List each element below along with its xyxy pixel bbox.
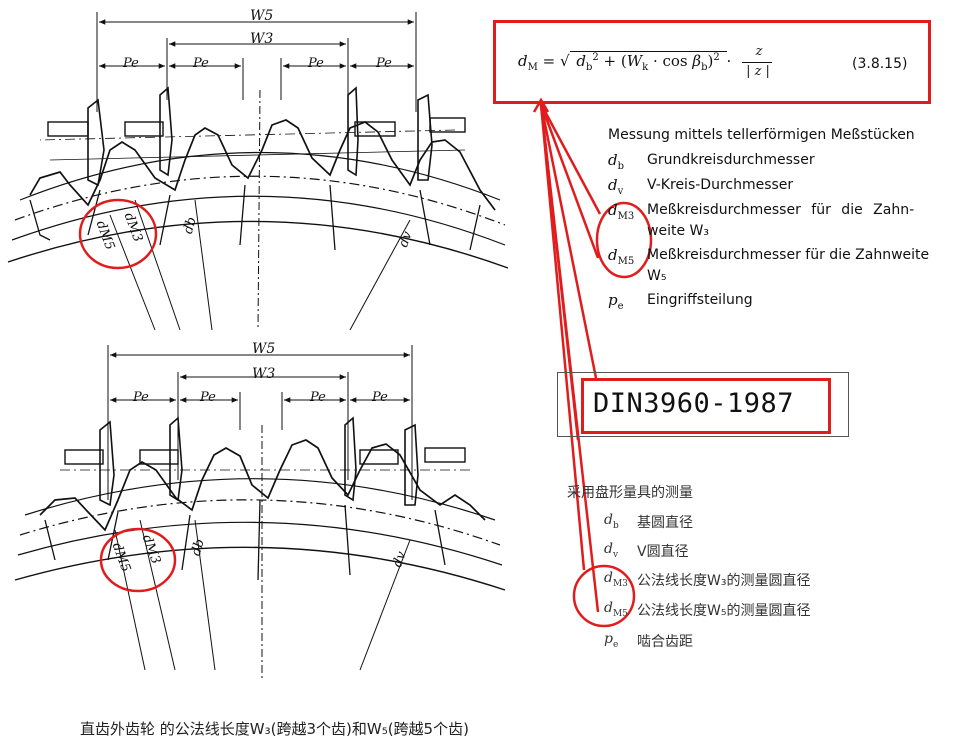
formula-box: [493, 20, 931, 104]
legend-de-text-3: Meßkreisdurchmesser für die Zahn-: [647, 202, 915, 218]
top-pe-label-3: Pe: [308, 56, 324, 71]
top-pe-label-4: Pe: [376, 56, 392, 71]
top-gear-figure: [7, 12, 509, 331]
formula-beta: β: [692, 52, 702, 70]
legend-de-text-4: Meßkreisdurchmesser für die Zahnweite: [647, 247, 930, 263]
formula-db-sub: b: [585, 62, 593, 73]
formula-lhs: d: [518, 52, 528, 70]
bottom-gear-figure: [14, 345, 506, 680]
legend-zh-text-2: V圆直径: [637, 544, 689, 560]
legend-de-text-3b: weite W₃: [647, 223, 709, 239]
bottom-w5-label: W5: [252, 341, 276, 357]
din-red-box: [581, 378, 831, 434]
top-w3-label: W3: [250, 31, 274, 47]
legend-zh-sym-2: dv: [604, 541, 619, 560]
bottom-pe-label-2: Pe: [200, 390, 216, 405]
legend-de-sym-2: dv: [608, 176, 624, 197]
formula-cos: cos: [662, 52, 688, 70]
formula-db: d: [576, 52, 586, 70]
formula-z-num: z: [755, 44, 763, 59]
bottom-w3-label: W3: [252, 366, 276, 382]
formula: dM = √ db2 + (Wk · cos βb)2 ·: [518, 51, 732, 73]
legend-zh-text-5: 啮合齿距: [637, 634, 693, 650]
legend-zh-text-3: 公法线长度W₃的测量圆直径: [637, 573, 811, 589]
din-label: DIN3960-1987: [593, 388, 795, 419]
legend-de-text-5: Eingriffsteilung: [647, 292, 753, 308]
legend-de-sym-4: dM5: [608, 246, 635, 267]
bottom-pe-label-4: Pe: [372, 390, 388, 405]
top-pe-label-2: Pe: [193, 56, 209, 71]
bottom-pe-label-1: Pe: [133, 390, 149, 405]
top-pe-label-1: Pe: [123, 56, 139, 71]
top-w5-label: W5: [250, 8, 274, 24]
legend-zh-title: 采用盘形量具的测量: [567, 485, 693, 501]
din-outer-frame: [557, 372, 849, 437]
legend-zh-sym-5: pe: [604, 631, 619, 650]
formula-wk-sub: k: [642, 62, 649, 73]
formula-fraction-bar: [742, 62, 772, 63]
figure-caption: 直齿外齿轮 的公法线长度W₃(跨越3个齿)和W₅(跨越5个齿): [80, 720, 469, 738]
formula-beta-sub: b: [701, 62, 708, 73]
legend-de-text-2: V-Kreis-Durchmesser: [647, 177, 794, 193]
formula-z-den: | z |: [746, 64, 770, 79]
legend-de-sym-5: pe: [608, 291, 624, 312]
formula-wk: W: [626, 52, 643, 70]
legend-de-sym-1: db: [608, 151, 625, 172]
legend-zh-text-4: 公法线长度W₅的测量圆直径: [637, 603, 811, 619]
legend-zh-text-1: 基圆直径: [637, 515, 693, 531]
legend-de-title: Messung mittels tellerförmigen Meßstücke…: [608, 127, 915, 143]
formula-lhs-sub: M: [527, 62, 538, 73]
legend-de-text-4b: W₅: [647, 268, 667, 284]
legend-de-text-1: Grundkreisdurchmesser: [647, 152, 815, 168]
bottom-pe-label-3: Pe: [310, 390, 326, 405]
legend-zh-sym-1: db: [604, 512, 619, 531]
legend-zh-sym-3: dM3: [604, 570, 628, 589]
legend-de-sym-3: dM3: [608, 201, 635, 222]
formula-number: (3.8.15): [852, 56, 908, 72]
legend-zh-sym-4: dM5: [604, 600, 628, 619]
